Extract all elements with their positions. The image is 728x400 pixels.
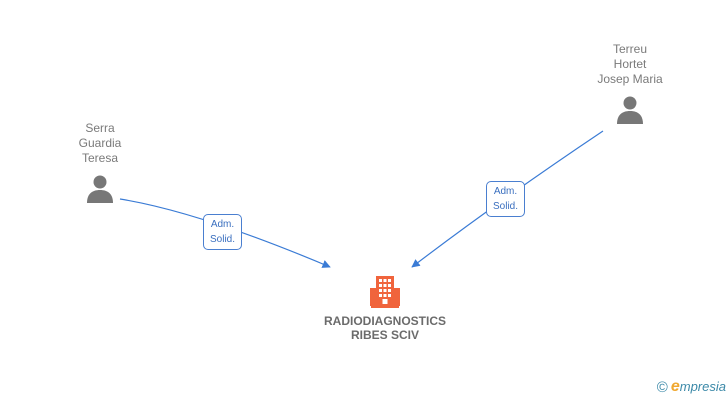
relation-label-line: Solid. — [210, 234, 236, 245]
company-node[interactable]: RADIODIAGNOSTICS RIBES SCIV — [320, 274, 450, 342]
company-name: RADIODIAGNOSTICS RIBES SCIV — [320, 314, 450, 342]
company-name-line: RIBES SCIV — [350, 328, 419, 342]
relation-label-line: Solid. — [493, 201, 519, 212]
brand-name: mpresia — [679, 378, 726, 394]
brand-logo-letter: e — [670, 377, 680, 395]
person-node-terreu-hortet-josep-maria[interactable]: Terreu Hortet Josep Maria — [588, 42, 672, 126]
building-icon — [370, 276, 400, 308]
relation-label-1[interactable]: Adm. Solid. — [203, 214, 243, 250]
person-icon — [87, 175, 113, 203]
person-node-serra-guardia-teresa[interactable]: Serra Guardia Teresa — [60, 121, 140, 205]
company-name-line: RADIODIAGNOSTICS — [323, 314, 446, 328]
person-name-line: Guardia — [78, 136, 122, 150]
person-name-line: Teresa — [81, 151, 119, 165]
person-name-line: Terreu — [612, 42, 647, 56]
relation-label-line: Adm. — [493, 186, 518, 197]
person-name-line: Hortet — [613, 57, 647, 71]
person-name-line: Josep Maria — [597, 72, 663, 86]
person-icon — [617, 96, 643, 124]
person-name-line: Serra — [85, 121, 115, 135]
relation-label-2[interactable]: Adm. Solid. — [486, 181, 526, 217]
relation-label-line: Adm. — [210, 219, 235, 230]
brand-watermark: ©empresia — [657, 378, 726, 396]
copyright-icon: © — [656, 379, 668, 396]
